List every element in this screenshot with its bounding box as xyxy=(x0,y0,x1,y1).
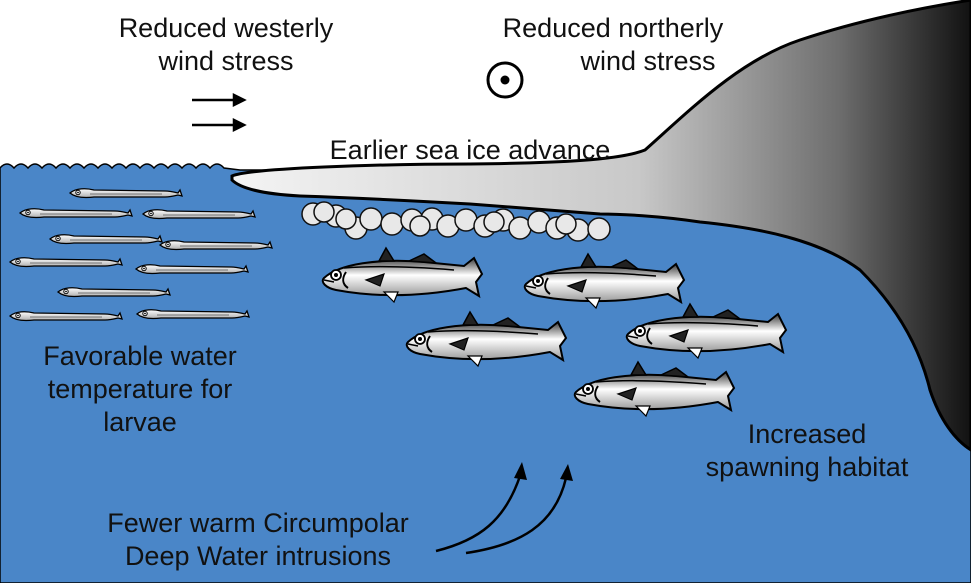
egg-icon xyxy=(483,211,505,233)
northerly-wind-label-line1: Reduced northerly xyxy=(502,13,724,43)
ice-shelf xyxy=(230,0,971,452)
egg-icon xyxy=(555,213,577,235)
northerly-wind-label: Reduced northerly wind stress xyxy=(478,12,748,78)
sea-ice-label-text: Earlier sea ice advance xyxy=(329,135,611,165)
larvae-temperature-label-line1: Favorable water xyxy=(43,341,237,371)
egg-icon xyxy=(313,201,335,223)
egg-icon xyxy=(409,215,431,237)
spawning-habitat-label: Increased spawning habitat xyxy=(682,418,932,484)
egg-icon xyxy=(335,208,357,230)
westerly-wind-label-line1: Reduced westerly xyxy=(118,13,334,43)
spawning-habitat-label-line1: Increased xyxy=(747,419,867,449)
larvae-temperature-label-line2: temperature for xyxy=(47,374,233,404)
egg-icon xyxy=(587,217,611,241)
northerly-wind-label-line2: wind stress xyxy=(580,46,716,76)
curved-arrow-up-icon xyxy=(435,475,568,555)
spawning-habitat-label-line2: spawning habitat xyxy=(705,452,909,482)
arrow-right-icon xyxy=(192,92,247,133)
westerly-wind-label: Reduced westerly wind stress xyxy=(96,12,356,78)
out-of-page-symbol-icon xyxy=(486,61,524,99)
cdw-label-line2: Deep Water intrusions xyxy=(124,541,392,571)
egg-cluster xyxy=(301,201,611,242)
sea-ice-label: Earlier sea ice advance xyxy=(300,134,640,167)
egg-icon xyxy=(380,212,404,236)
larvae-temperature-label: Favorable water temperature for larvae xyxy=(10,340,270,439)
larvae-temperature-label-line3: larvae xyxy=(103,407,177,437)
westerly-wind-label-line2: wind stress xyxy=(158,46,294,76)
cdw-label-line1: Fewer warm Circumpolar xyxy=(107,508,409,538)
egg-icon xyxy=(359,207,383,231)
cdw-label: Fewer warm Circumpolar Deep Water intrus… xyxy=(78,507,438,573)
arrowhead xyxy=(514,462,573,481)
